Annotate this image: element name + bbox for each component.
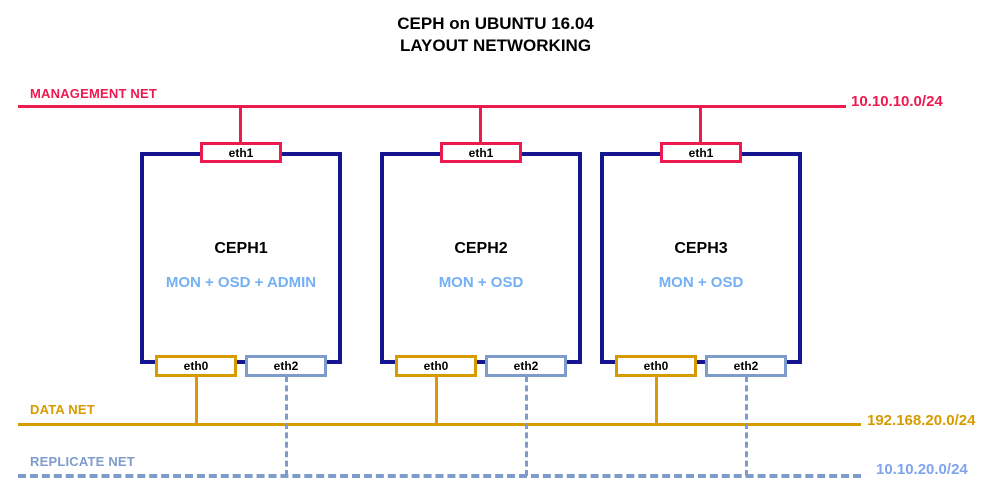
ceph1-node-name: CEPH1 <box>214 240 268 257</box>
data-net-cidr: 192.168.20.0/24 <box>867 412 976 429</box>
ceph2-node-name: CEPH2 <box>454 240 508 257</box>
ceph3-eth1-uplink-line <box>699 107 702 143</box>
ceph1-eth1-uplink-line <box>239 107 242 143</box>
ceph3-node-name: CEPH3 <box>674 240 728 257</box>
management-net-line <box>18 105 846 108</box>
ceph1-eth2-interface: eth2 <box>245 355 327 377</box>
ceph1-eth2-replicate-line <box>285 376 288 476</box>
ceph1-eth0-data-line <box>195 376 198 425</box>
ceph3-eth0-interface: eth0 <box>615 355 697 377</box>
ceph3-eth2-interface: eth2 <box>705 355 787 377</box>
ceph3-eth0-data-line <box>655 376 658 425</box>
ceph1-eth1-interface: eth1 <box>200 142 282 163</box>
management-net-label: MANAGEMENT NET <box>30 86 158 101</box>
diagram-title-line2: LAYOUT NETWORKING <box>399 36 592 55</box>
ceph2-eth1-interface: eth1 <box>440 142 522 163</box>
ceph1-eth0-interface: eth0 <box>155 355 237 377</box>
ceph2-eth2-interface: eth2 <box>485 355 567 377</box>
ceph2-eth0-data-line <box>435 376 438 425</box>
replicate-net-cidr: 10.10.20.0/24 <box>876 461 968 478</box>
ceph3-eth1-interface: eth1 <box>660 142 742 163</box>
ceph3-node-roles: MON + OSD <box>658 274 744 291</box>
diagram-title-line1: CEPH on UBUNTU 16.04 <box>397 14 594 33</box>
management-net-cidr: 10.10.10.0/24 <box>851 93 943 110</box>
ceph1-node-box <box>140 152 342 364</box>
ceph2-eth0-interface: eth0 <box>395 355 477 377</box>
replicate-net-label: REPLICATE NET <box>30 454 135 469</box>
diagram-title: CEPH on UBUNTU 16.04 LAYOUT NETWORKING <box>0 13 991 57</box>
data-net-label: DATA NET <box>30 402 95 417</box>
ceph3-eth2-replicate-line <box>745 376 748 476</box>
ceph2-node-roles: MON + OSD <box>438 274 524 291</box>
ceph2-eth2-replicate-line <box>525 376 528 476</box>
replicate-net-line <box>18 474 861 478</box>
ceph2-node-box <box>380 152 582 364</box>
data-net-line <box>18 423 861 426</box>
ceph1-node-roles: MON + OSD + ADMIN <box>165 274 317 291</box>
ceph2-eth1-uplink-line <box>479 107 482 143</box>
ceph3-node-box <box>600 152 802 364</box>
